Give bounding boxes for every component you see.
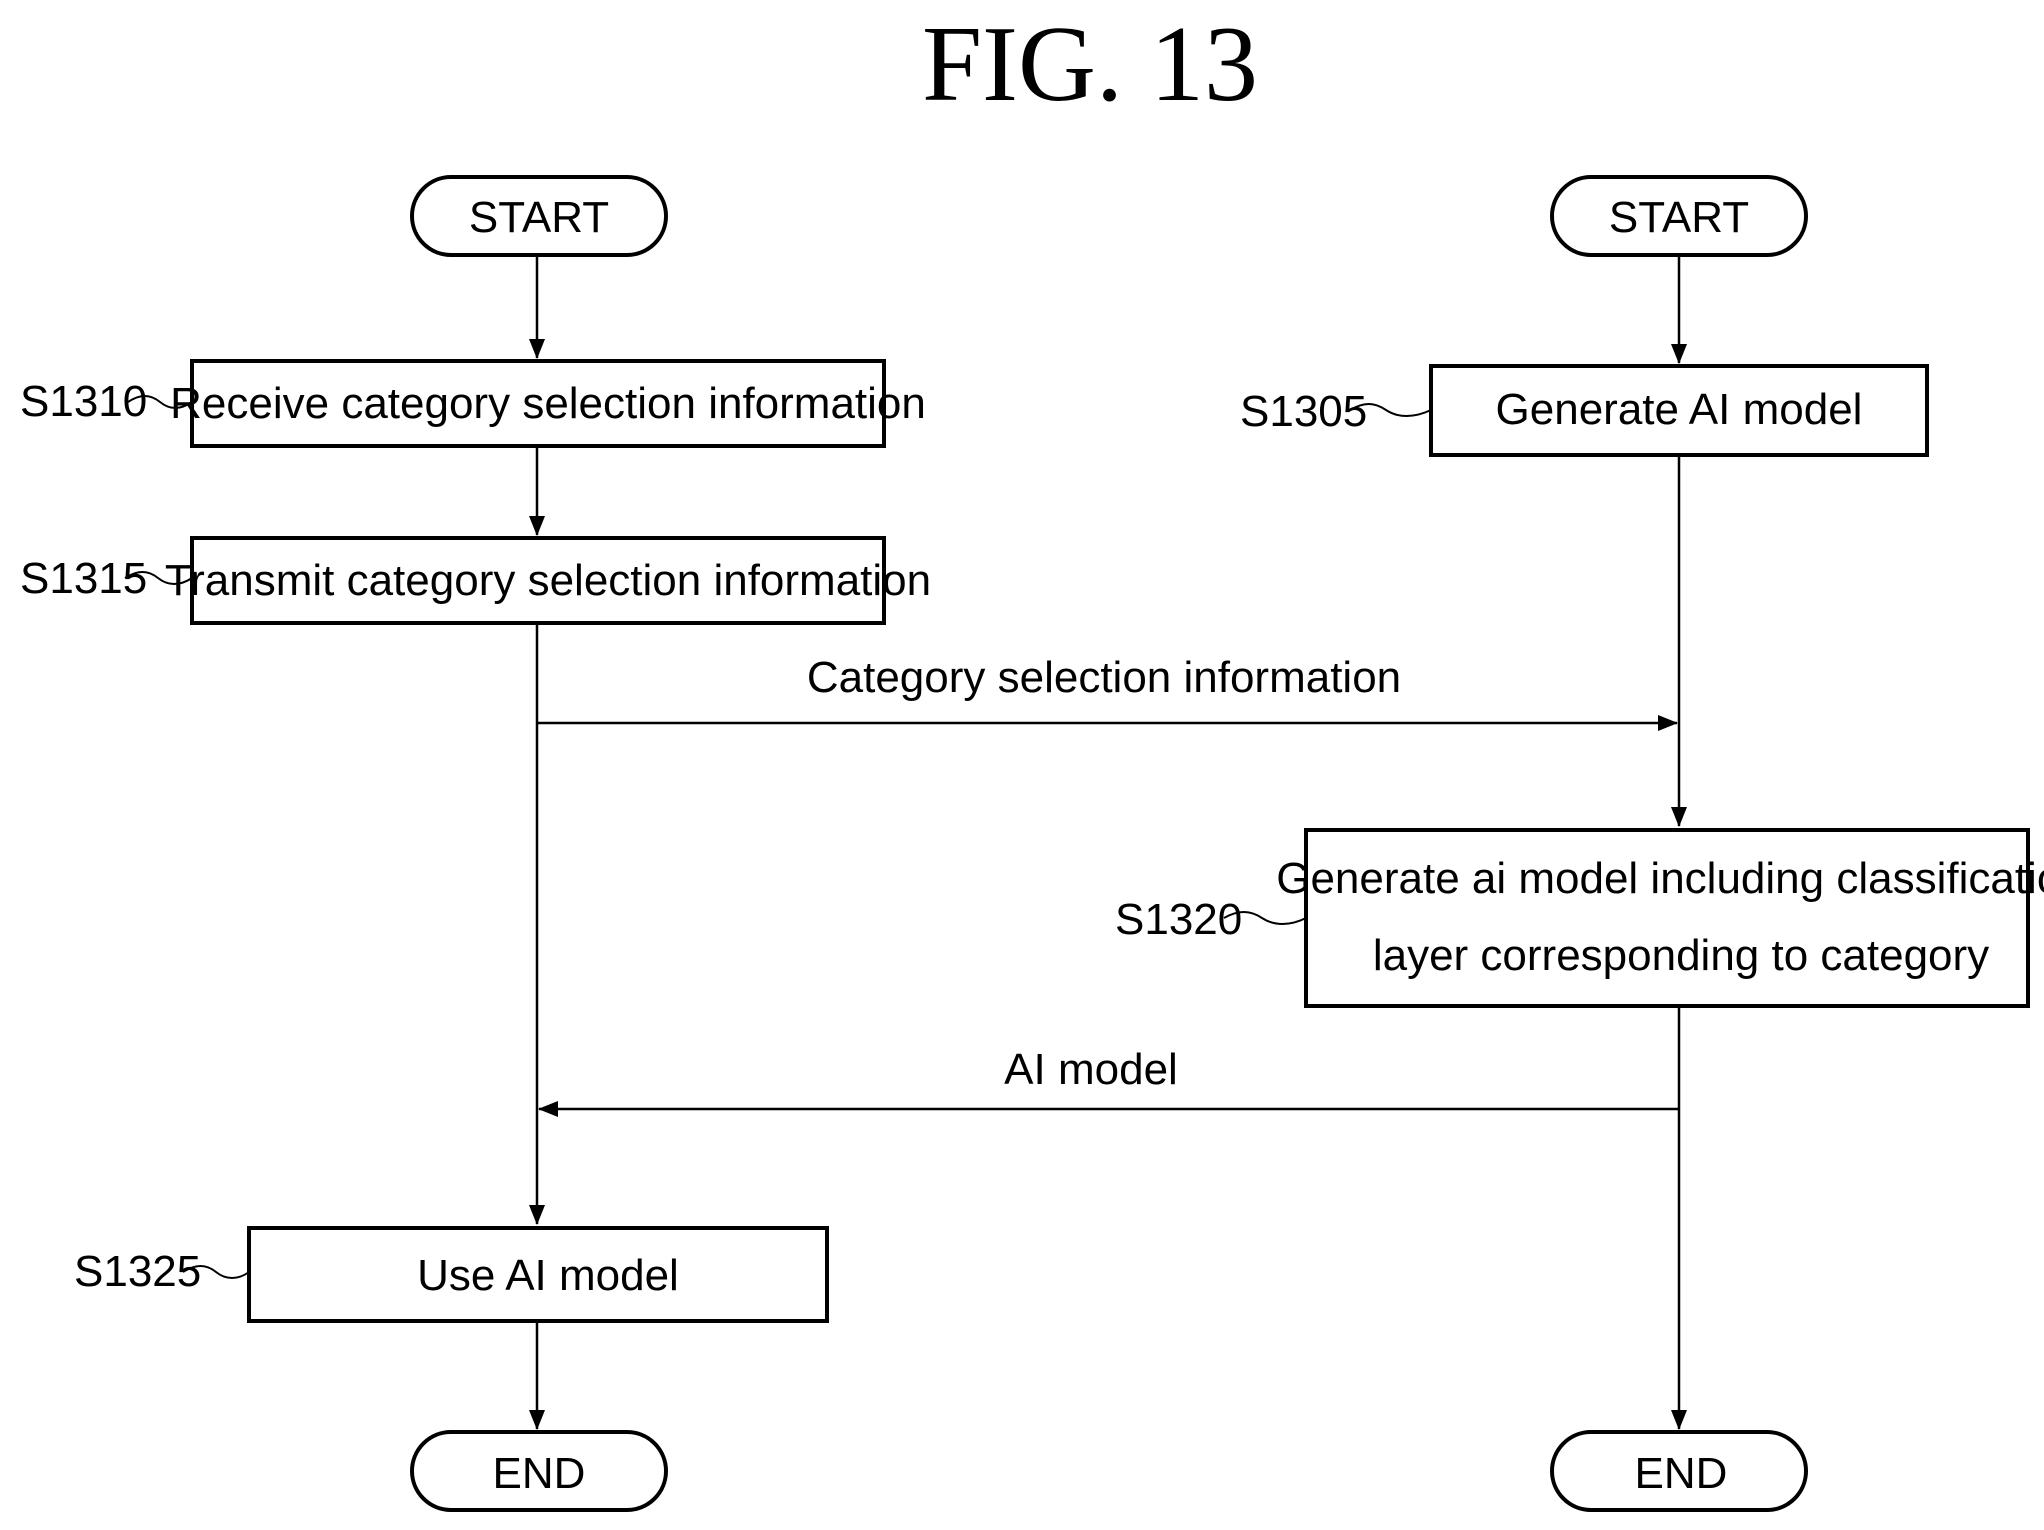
right-start-label: START bbox=[1609, 193, 1749, 242]
step-s1315-text: Transmit category selection information bbox=[165, 556, 931, 605]
right-end-label: END bbox=[1635, 1449, 1728, 1498]
step-s1320-id: S1320 bbox=[1115, 895, 1242, 944]
figure-title: FIG. 13 bbox=[922, 5, 1258, 124]
left-end-label: END bbox=[493, 1449, 586, 1498]
step-s1315-id: S1315 bbox=[20, 554, 147, 603]
step-s1325-id: S1325 bbox=[74, 1247, 201, 1296]
step-s1320-text-line1: Generate ai model including classificati… bbox=[1276, 854, 2044, 903]
step-s1305-text: Generate AI model bbox=[1496, 385, 1863, 434]
step-s1305-id: S1305 bbox=[1240, 387, 1367, 436]
message-category-selection-label: Category selection information bbox=[807, 653, 1401, 702]
step-s1325-text: Use AI model bbox=[417, 1251, 679, 1300]
step-s1320-text-line2: layer corresponding to category bbox=[1373, 931, 1989, 980]
left-start-label: START bbox=[469, 193, 609, 242]
step-s1310-text: Receive category selection information bbox=[170, 379, 926, 428]
message-ai-model-label: AI model bbox=[1004, 1045, 1178, 1094]
